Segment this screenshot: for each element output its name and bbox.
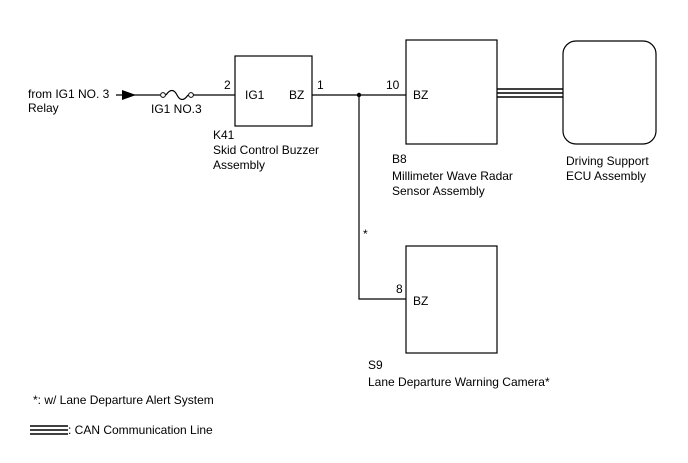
k41-pin-in-label: IG1 [245,88,265,102]
fuse-symbol-icon [160,89,194,101]
s9-box [405,245,498,354]
fuse-label: IG1 NO.3 [151,102,202,116]
k41-code: K41 [213,128,235,142]
ecu-name-line1: Driving Support [566,154,649,168]
k41-name-line2: Assembly [213,158,265,172]
b8-name-line2: Sensor Assembly [392,184,485,198]
s9-pin-label: BZ [413,294,428,308]
b8-name-line1: Millimeter Wave Radar [392,169,513,183]
ecu-box [562,40,657,145]
s9-name-line1: Lane Departure Warning Camera* [368,375,550,389]
k41-pin-out-number: 1 [317,78,324,92]
b8-pin-label: BZ [413,88,428,102]
b8-code: B8 [392,152,407,166]
source-label-line2: Relay [28,101,59,115]
s9-code: S9 [368,358,383,372]
b8-box [405,39,498,145]
legend-note: *: w/ Lane Departure Alert System [33,393,214,407]
k41-box [234,55,313,127]
k41-pin-in-number: 2 [224,78,231,92]
k41-pin-out-label: BZ [289,88,304,102]
wire-branch-to-s9 [358,95,406,300]
source-label-line1: from IG1 NO. 3 [28,87,110,101]
s9-pin-number: 8 [396,282,403,296]
k41-name-line1: Skid Control Buzzer [213,143,319,157]
legend-can-label: : CAN Communication Line [68,423,213,437]
can-bus-lines [497,88,563,98]
b8-pin-number: 10 [386,78,400,92]
ecu-name-line2: ECU Assembly [566,169,646,183]
can-legend-icon [30,425,68,435]
branch-note-asterisk: * [363,227,368,241]
